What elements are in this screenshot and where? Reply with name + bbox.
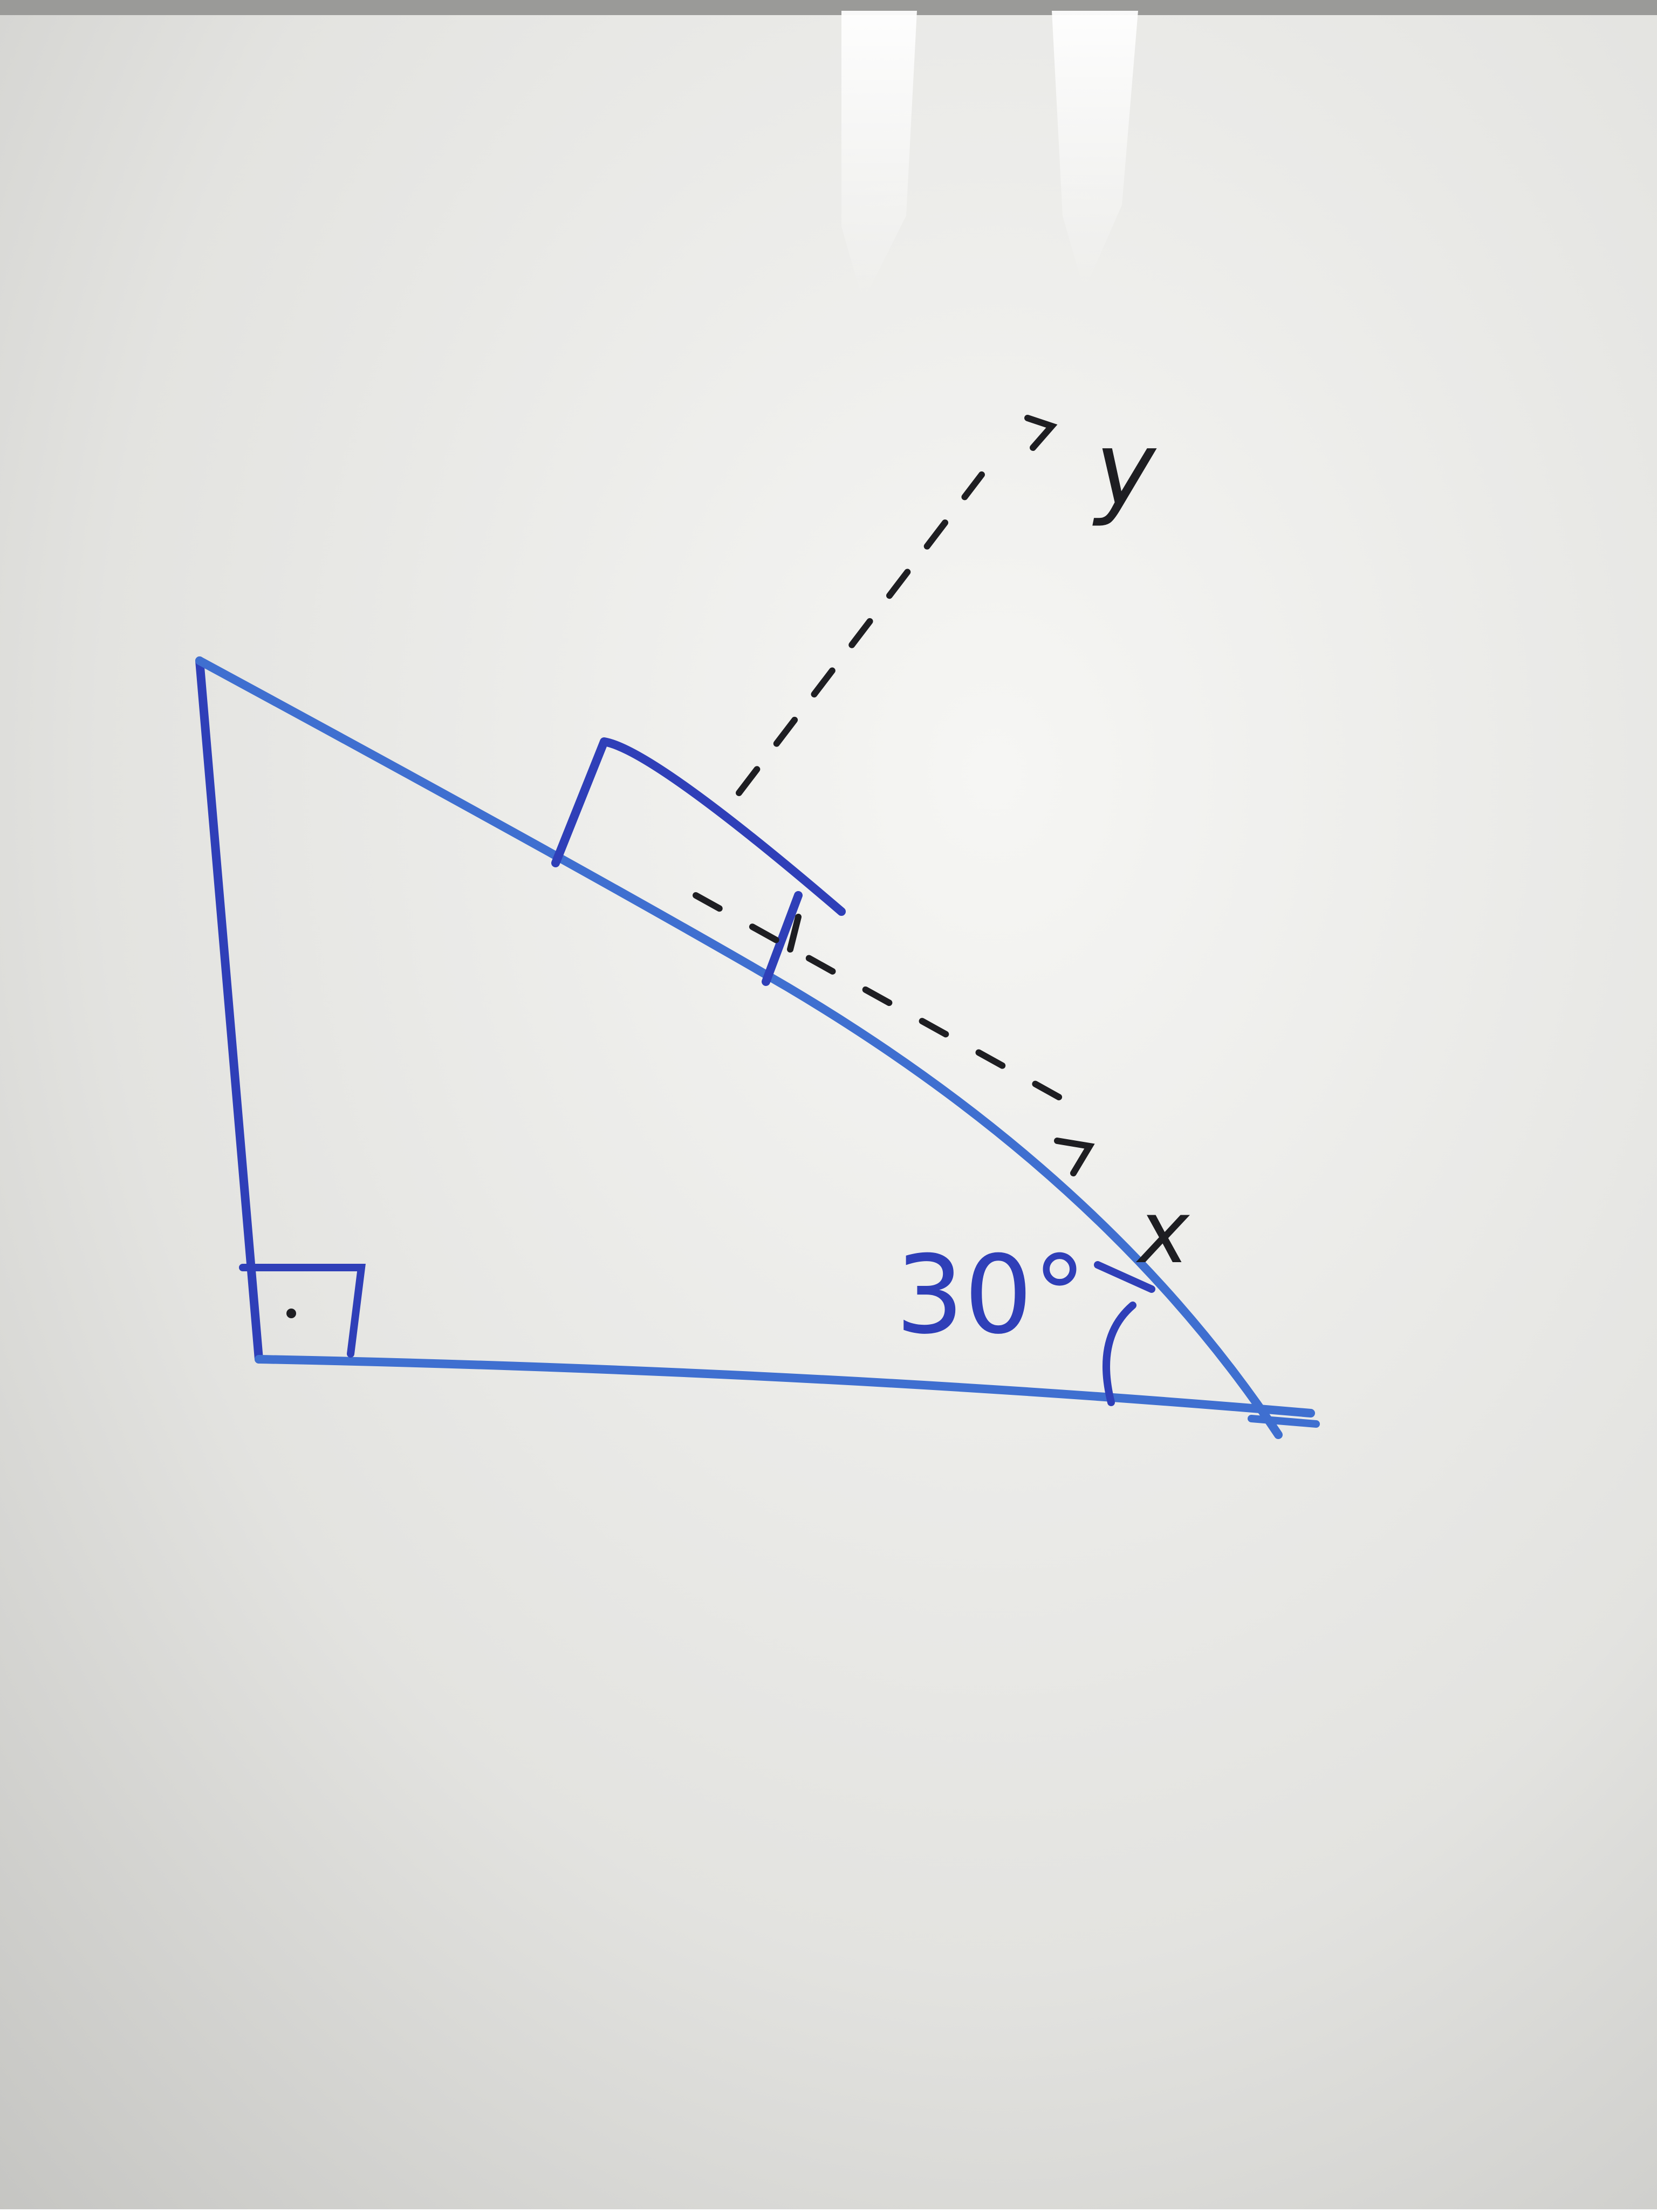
board-top-edge: [0, 0, 1657, 15]
right-angle-marker: [239, 1264, 366, 1358]
x-axis-dashed: [693, 892, 1087, 1114]
base-leg: [255, 1355, 1315, 1417]
glare-reflections: [841, 11, 1138, 302]
right-angle-dot: [286, 1309, 296, 1318]
x-axis-label: x: [1135, 1182, 1190, 1283]
angle-marker: [1094, 1261, 1155, 1406]
hypotenuse: [195, 656, 1283, 1439]
y-axis-label: y: [1092, 409, 1157, 529]
block: [551, 737, 846, 986]
angle-tick: [1094, 1261, 1155, 1293]
x-arrowhead: [1054, 1138, 1095, 1176]
incline-triangle: [195, 656, 1320, 1439]
angle-label: 30°: [895, 1232, 1087, 1358]
vertical-leg: [195, 656, 263, 1364]
coordinate-axes: [693, 415, 1095, 1176]
y-arrowhead: [1024, 415, 1058, 451]
axis-labels: y x: [1092, 409, 1190, 1283]
origin-mark: [787, 914, 802, 953]
angle-arc: [1103, 1302, 1136, 1406]
y-axis-dashed: [736, 471, 985, 796]
hypotenuse-end: [1248, 1415, 1320, 1428]
